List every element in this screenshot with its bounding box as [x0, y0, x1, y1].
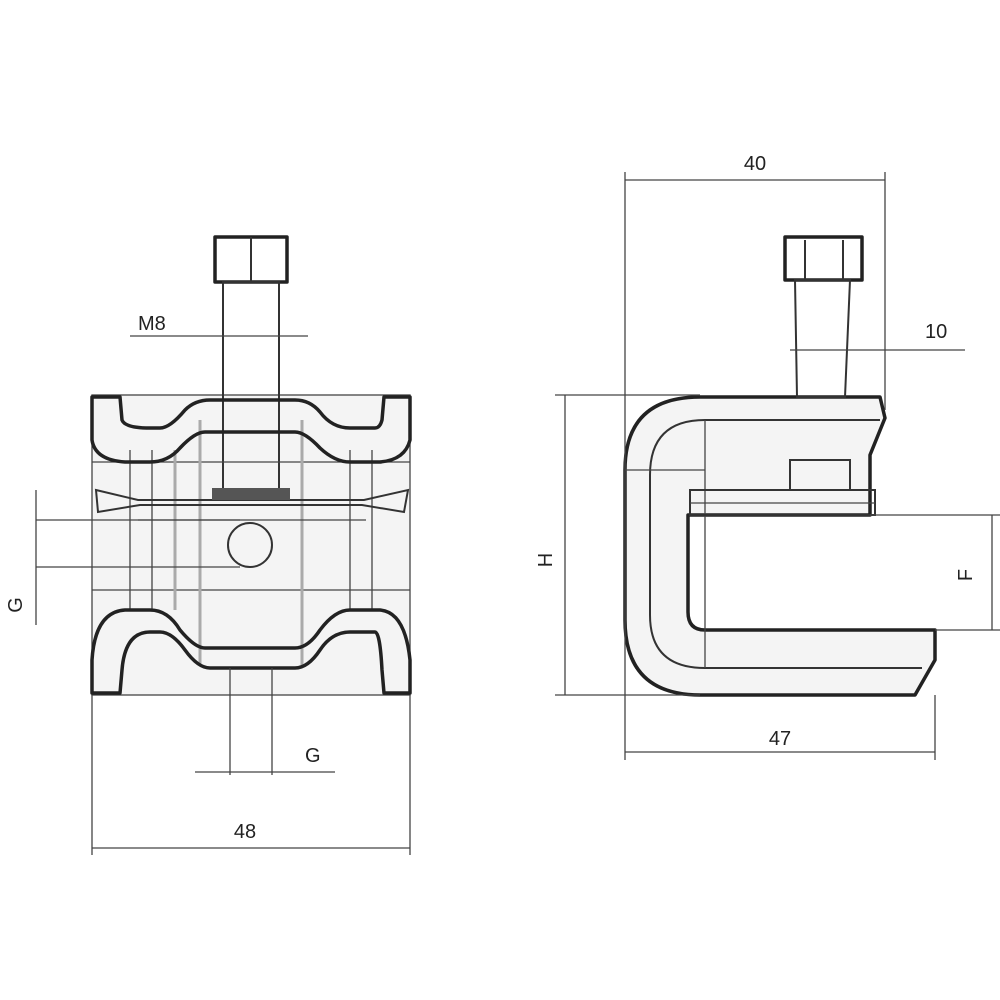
side-bolt-shank — [793, 279, 852, 398]
front-view: M8 G G 48 — [5, 235, 412, 855]
thread-size-label: M8 — [138, 313, 166, 335]
opening-label: F — [955, 569, 977, 581]
c-clamp-inner — [649, 419, 922, 669]
g-vertical-label: G — [5, 597, 27, 613]
front-body-outline — [91, 394, 411, 696]
side-dimensions — [555, 172, 1000, 760]
height-label: H — [535, 553, 557, 567]
front-width-label: 48 — [234, 821, 256, 843]
g-horizontal-label: G — [305, 745, 321, 767]
side-top-width-label: 40 — [744, 153, 766, 175]
front-dimensions — [35, 335, 411, 855]
offset-label: 10 — [925, 321, 947, 343]
front-top-clamp — [90, 395, 412, 464]
side-bottom-width-label: 47 — [769, 728, 791, 750]
c-clamp-outer — [623, 395, 937, 697]
side-view: 40 10 H F 47 — [535, 153, 1000, 760]
front-hole — [227, 522, 273, 568]
side-bolt-head — [783, 235, 864, 282]
front-bottom-clamp — [90, 608, 412, 695]
